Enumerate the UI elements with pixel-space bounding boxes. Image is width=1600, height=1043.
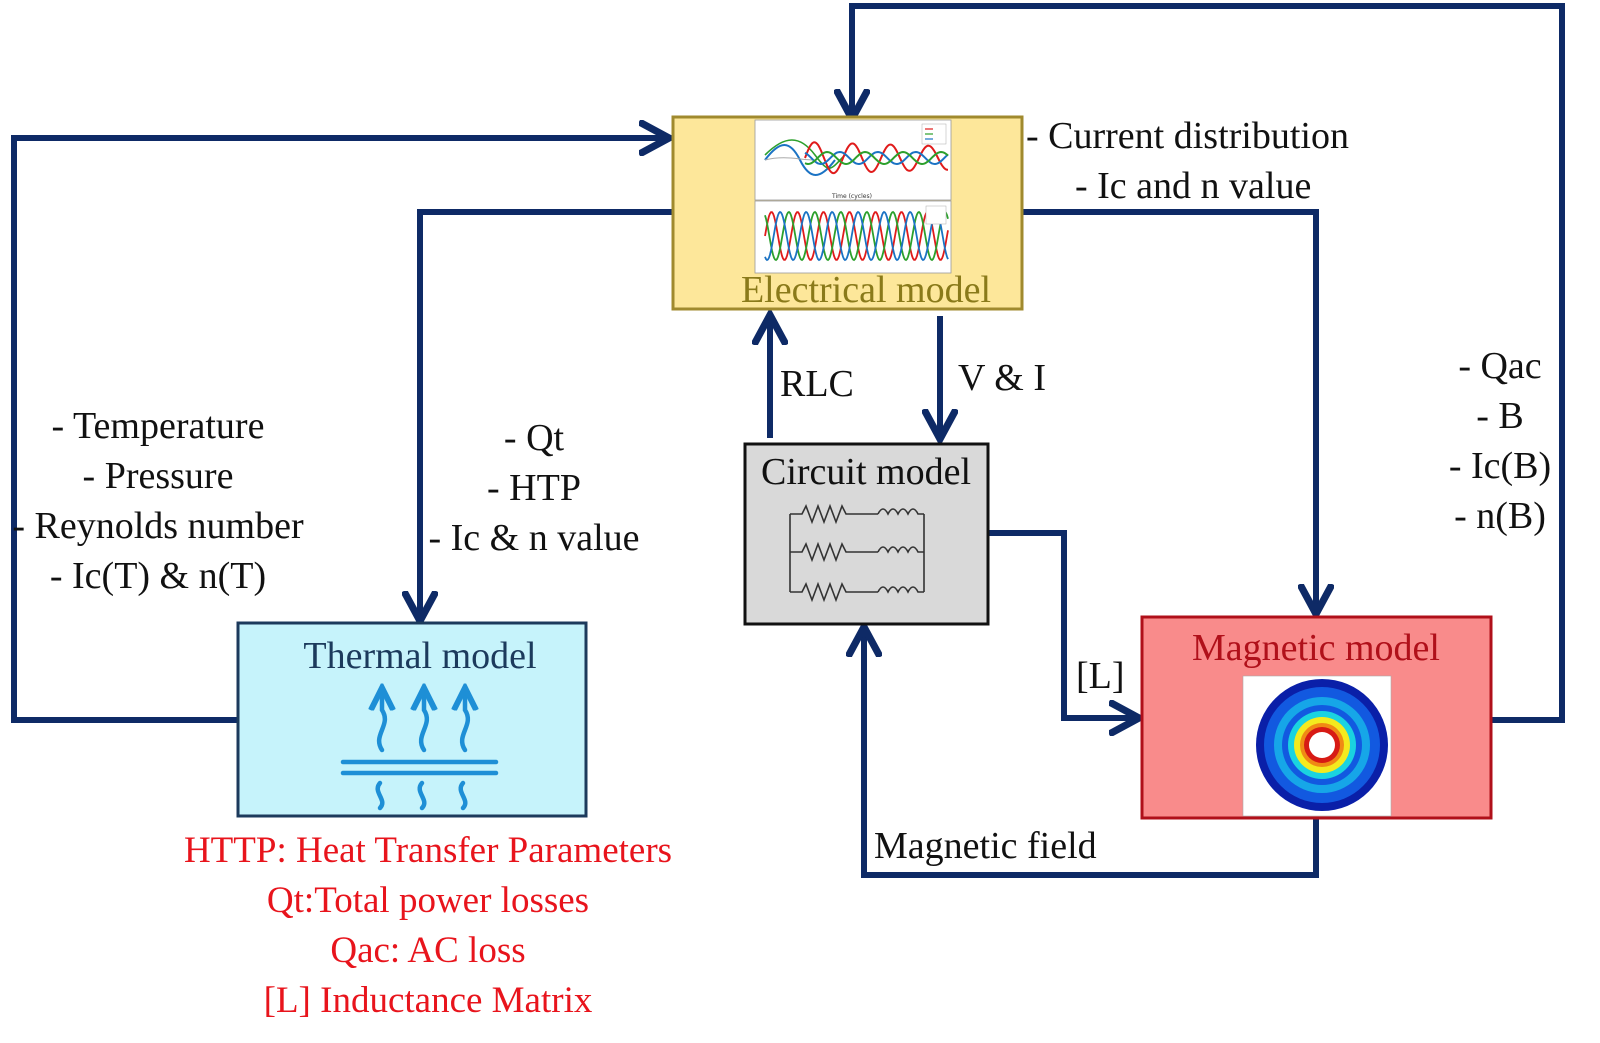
magnetic-model-title: Magnetic model [1192, 627, 1440, 669]
magnetic-field-label: Magnetic field [874, 825, 1097, 867]
magnetic-output-item: - B [1476, 395, 1524, 437]
thermal-to-electrical-connector [11, 138, 666, 723]
circuit-to-magnetic-connector [988, 530, 1136, 718]
magnetic-output-list: - Qac - B - Ic(B) - n(B) [1449, 345, 1551, 537]
electrical-to-thermal-connector [420, 209, 672, 618]
rl-circuit-schematic [789, 503, 925, 603]
thermal-output-item: - Reynolds number [12, 505, 304, 547]
magnetic-output-item: - Qac [1458, 345, 1541, 387]
electrical-to-thermal-list: - Qt - HTP - Ic & n value [428, 417, 639, 559]
magnetic-to-circuit-connector [864, 630, 1319, 878]
legend-line: HTTP: Heat Transfer Parameters [184, 830, 672, 871]
electrical-output-label-2: - Ic and n value [1075, 165, 1311, 207]
legend-line: Qac: AC loss [330, 930, 525, 971]
electrical-to-thermal-item: - Ic & n value [428, 517, 639, 559]
thermal-model-title: Thermal model [303, 635, 536, 677]
waveform-chart-top: Time (cycles) [754, 119, 952, 201]
magnetic-output-item: - Ic(B) [1449, 445, 1551, 487]
magnetic-model-block: Magnetic model [1140, 615, 1493, 820]
circuit-model-block: Circuit model [743, 442, 990, 626]
legend-line: [L] Inductance Matrix [264, 980, 593, 1021]
inductance-label: [L] [1076, 655, 1125, 697]
magnetic-to-electrical-feedback [852, 3, 1565, 723]
circuit-model-title: Circuit model [761, 451, 971, 493]
abbreviation-legend: HTTP: Heat Transfer Parameters Qt:Total … [184, 830, 672, 1021]
heat-flow-icon [340, 690, 499, 811]
v-and-i-label: V & I [958, 357, 1046, 399]
svg-text:Time (cycles): Time (cycles) [831, 193, 872, 200]
electrical-to-magnetic-connector [1022, 209, 1316, 611]
electrical-to-thermal-item: - HTP [487, 467, 581, 509]
rlc-label: RLC [780, 363, 854, 405]
thermal-output-item: - Pressure [83, 455, 234, 497]
thermal-output-list: - Temperature - Pressure - Reynolds numb… [12, 405, 304, 597]
legend-line: Qt:Total power losses [267, 880, 589, 921]
electrical-to-thermal-item: - Qt [504, 417, 565, 459]
thermal-output-item: - Ic(T) & n(T) [50, 555, 266, 597]
thermal-output-item: - Temperature [52, 405, 265, 447]
waveform-chart-bottom [754, 200, 952, 274]
electrical-output-label-1: - Current distribution [1026, 115, 1349, 157]
electrical-model-title: Electrical model [741, 269, 991, 311]
field-contour-plot [1242, 675, 1392, 817]
electrical-model-block: Time (cycles) Electrical model [671, 115, 1024, 311]
magnetic-output-item: - n(B) [1454, 495, 1546, 537]
thermal-model-block: Thermal model [236, 621, 588, 818]
